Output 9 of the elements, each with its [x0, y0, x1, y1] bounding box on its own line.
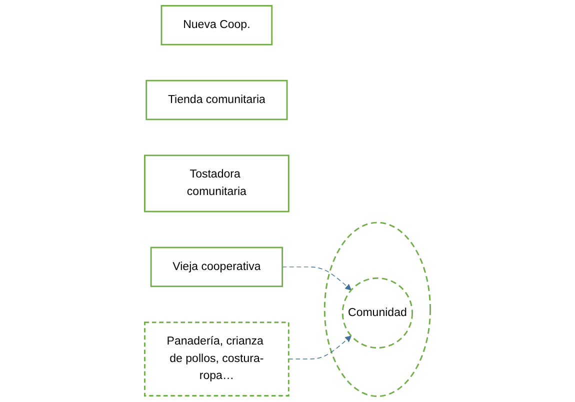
node-circle: Comunidad — [342, 277, 413, 349]
node-box: Panadería, crianza de pollos, costura-ropa… — [144, 322, 290, 396]
node-box: Tienda comunitaria — [146, 80, 288, 120]
node-box: Tostadora comunitaria — [144, 154, 290, 212]
node-box: Nueva Coop. — [160, 5, 273, 46]
arrow — [282, 266, 352, 290]
cluster — [324, 222, 431, 397]
node-box: Vieja cooperativa — [150, 246, 284, 288]
arrow — [288, 336, 352, 360]
